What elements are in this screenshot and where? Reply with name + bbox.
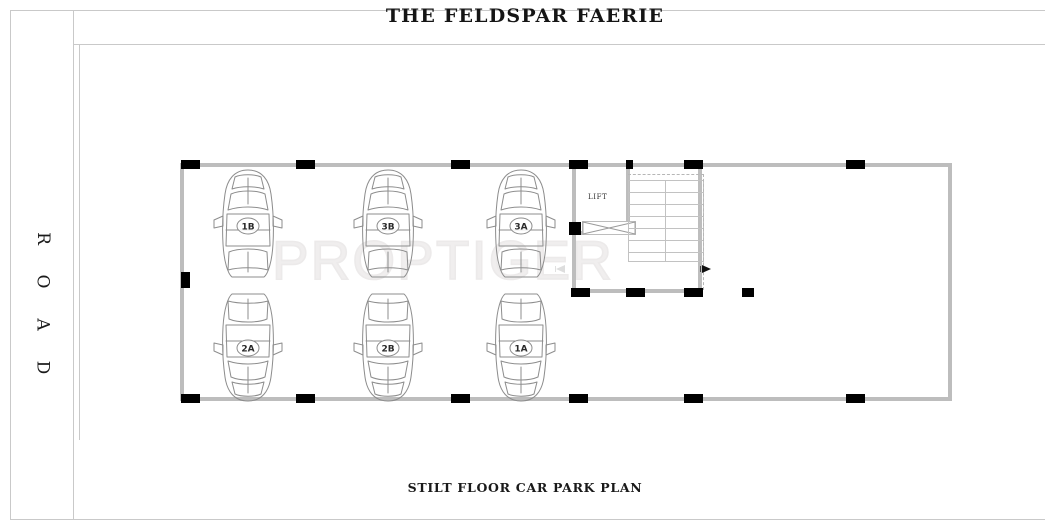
core-dashed-edge-top (628, 174, 704, 175)
column-bottom-1 (181, 394, 200, 403)
bay-label: 2A (241, 345, 254, 355)
column-top-2 (296, 160, 315, 169)
column-mid-1 (571, 288, 590, 297)
wall-right (948, 163, 952, 401)
stair-tread (628, 261, 704, 262)
entry-arrow-right (700, 264, 712, 274)
column-top-6 (684, 160, 703, 169)
column-left-2 (181, 272, 190, 288)
column-mid-3 (684, 288, 703, 297)
column-top-3 (451, 160, 470, 169)
column-mid-2 (626, 288, 645, 297)
road-strip-right-line (73, 10, 74, 520)
column-top-5 (626, 160, 633, 169)
entry-arrow-left (555, 264, 567, 274)
parking-bay-car[interactable]: 2A (210, 291, 286, 403)
column-left-1 (181, 161, 193, 169)
bay-label: 3A (514, 223, 527, 233)
column-mid-4 (742, 288, 754, 297)
staircase (628, 180, 704, 262)
stair-tread (628, 204, 704, 205)
core-dashed-edge-right (703, 174, 704, 290)
column-top-4 (569, 160, 588, 169)
page-title: THE FELDSPAR FAERIE (385, 5, 665, 27)
column-bottom-3 (451, 394, 470, 403)
bay-label: 2B (381, 345, 394, 355)
column-bottom-5 (684, 394, 703, 403)
stair-tread (628, 216, 704, 217)
frame-bottom-line (10, 519, 1045, 520)
wall-top (180, 163, 952, 167)
bay-label: 3B (381, 223, 394, 233)
wall-bottom (180, 397, 952, 401)
parking-bay-car[interactable]: 1A (483, 291, 559, 403)
frame-upper-line (73, 44, 1045, 45)
column-bottom-2 (296, 394, 315, 403)
stair-tread (628, 228, 704, 229)
column-bottom-6 (846, 394, 865, 403)
service-core: LIFT (570, 160, 710, 300)
stair-tread (628, 240, 704, 241)
column-bottom-4 (569, 394, 588, 403)
frame-left-line (10, 10, 11, 520)
parking-bay-car[interactable]: 3B (350, 168, 426, 280)
road-strip-inner-line (79, 44, 80, 440)
parking-bay-car[interactable]: 1B (210, 168, 286, 280)
stair-tread (628, 180, 704, 181)
stair-tread (628, 252, 704, 253)
column-lift-door-left (569, 222, 581, 235)
frame-top-line (10, 10, 1045, 11)
stair-outer-left (628, 180, 629, 262)
parking-bay-car[interactable]: 3A (483, 168, 559, 280)
bay-label: 1A (514, 345, 527, 355)
column-top-7 (846, 160, 865, 169)
lift-label: LIFT (588, 193, 608, 201)
bay-label: 1B (241, 223, 254, 233)
parking-bay-car[interactable]: 2B (350, 291, 426, 403)
stair-center-line (665, 180, 666, 262)
stair-tread (628, 192, 704, 193)
plan-caption: STILT FLOOR CAR PARK PLAN (407, 480, 643, 495)
